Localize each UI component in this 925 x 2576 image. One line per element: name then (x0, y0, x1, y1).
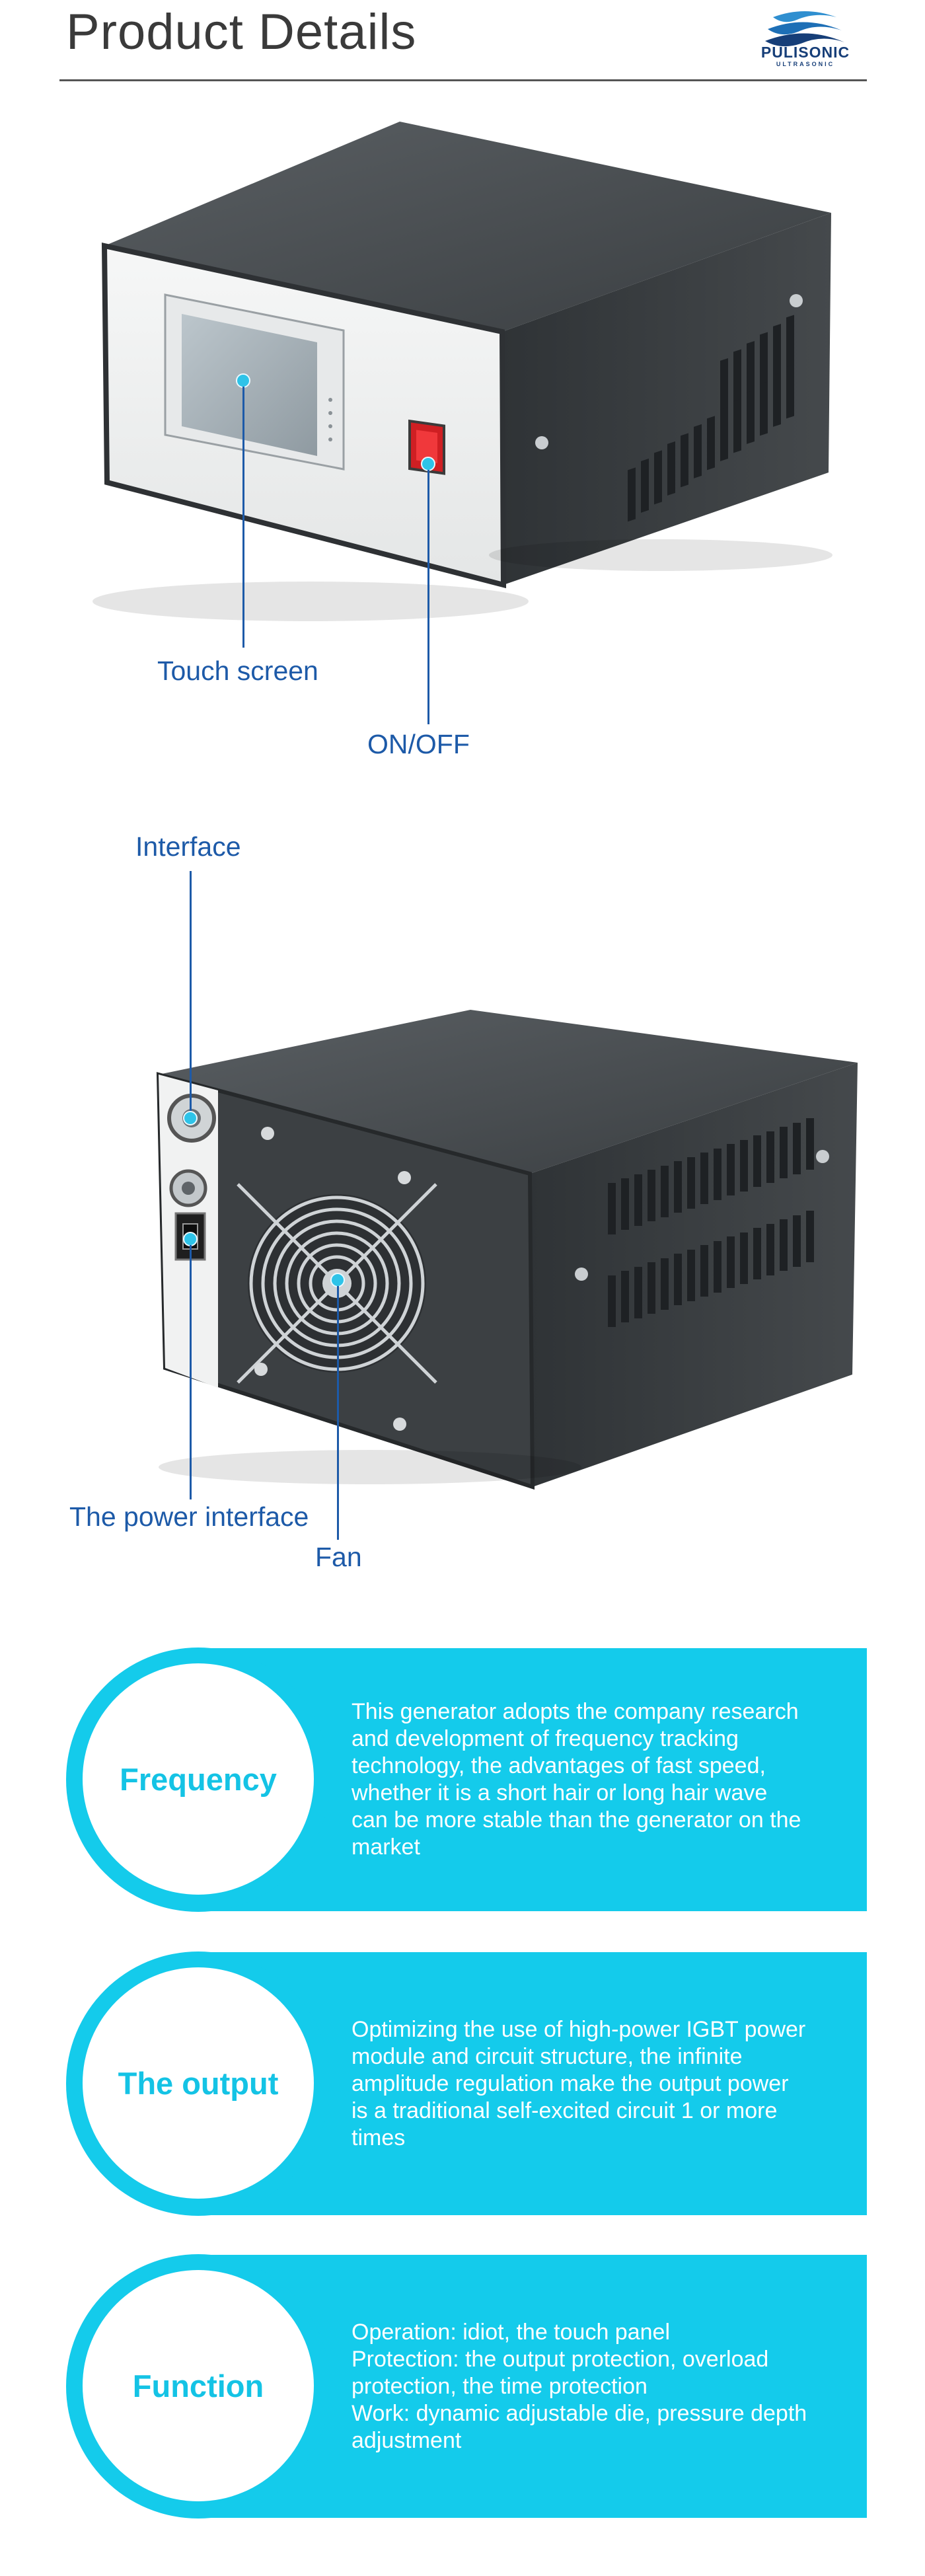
feature-card-frequency: Frequency This generator adopts the comp… (66, 1648, 867, 1912)
brand-logo-text: PULISONIC (760, 44, 850, 61)
interface-marker (183, 1111, 198, 1125)
feature-text-box: This generator adopts the company resear… (352, 1648, 854, 1911)
brand-logo-waves (765, 11, 844, 47)
feature-description: Operation: idiot, the touch panel Protec… (352, 2319, 807, 2453)
on-off-label: ON/OFF (367, 729, 470, 759)
feature-description: This generator adopts the company resear… (352, 1699, 801, 1860)
feature-ring: Function (66, 2254, 330, 2519)
interface-label: Interface (135, 831, 241, 862)
power-interface-marker (183, 1232, 198, 1246)
interface-leader-line (190, 871, 192, 1117)
feature-ring: The output (66, 1951, 330, 2216)
feature-heading: Frequency (120, 1761, 277, 1797)
front-view-product-image (92, 122, 832, 621)
feature-text-box: Operation: idiot, the touch panel Protec… (352, 2255, 854, 2518)
touch-screen-leader-line (242, 387, 244, 648)
feature-heading-circle: Function (83, 2270, 314, 2501)
power-interface-label: The power interface (69, 1501, 309, 1532)
fan-leader-line (337, 1286, 339, 1540)
feature-text-box: Optimizing the use of high-power IGBT po… (352, 1952, 854, 2215)
fan-label: Fan (315, 1542, 362, 1572)
feature-heading: Function (132, 2368, 264, 2404)
feature-heading: The output (118, 2065, 279, 2101)
on-off-marker (421, 457, 435, 471)
touch-screen-label: Touch screen (157, 656, 318, 686)
touch-screen-marker (236, 373, 250, 388)
rear-view-product-image (156, 1010, 858, 1490)
feature-card-function: Function Operation: idiot, the touch pan… (66, 2254, 867, 2519)
header-divider (59, 79, 867, 81)
page-title: Product Details (66, 4, 417, 60)
feature-description: Optimizing the use of high-power IGBT po… (352, 2016, 806, 2150)
brand-logo-subtext: ULTRASONIC (776, 61, 835, 67)
on-off-leader-line (427, 470, 429, 724)
power-interface-leader-line (190, 1245, 192, 1499)
fan-marker (330, 1273, 345, 1287)
feature-ring: Frequency (66, 1648, 330, 1912)
feature-heading-circle: The output (83, 1967, 314, 2199)
feature-heading-circle: Frequency (83, 1663, 314, 1895)
feature-card-output: The output Optimizing the use of high-po… (66, 1951, 867, 2216)
